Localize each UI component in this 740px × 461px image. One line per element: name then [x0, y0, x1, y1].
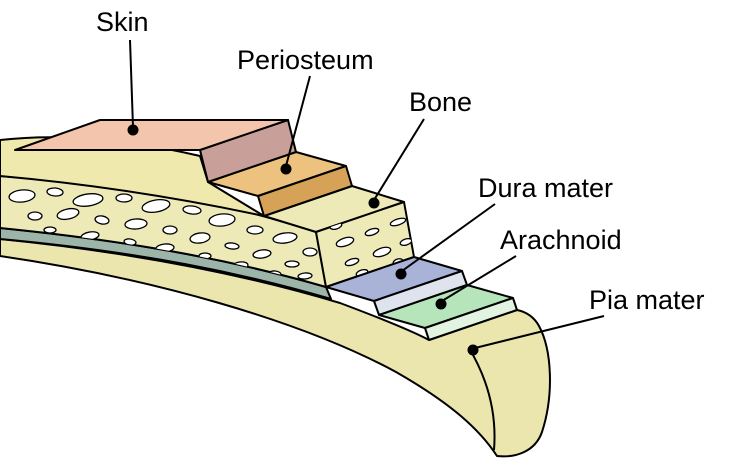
arachnoid-label: Arachnoid	[500, 225, 622, 255]
label-dura-mater: Dura mater	[395, 173, 613, 280]
dura-dot	[395, 268, 407, 280]
bone-hole	[124, 218, 148, 230]
bone-label: Bone	[409, 87, 472, 117]
skin-label: Skin	[96, 7, 149, 37]
bone-hole	[8, 189, 36, 203]
skin-leader-line	[129, 39, 134, 128]
bone-hole	[115, 193, 133, 203]
bone-hole	[46, 187, 64, 197]
bone-dot	[368, 197, 380, 209]
bone-texture-holes	[8, 187, 318, 280]
bone-hole	[224, 242, 240, 250]
periosteum-label: Periosteum	[237, 45, 374, 75]
bone-hole	[297, 272, 313, 280]
bone-hole	[189, 232, 211, 244]
label-skin: Skin	[96, 7, 149, 136]
periosteum-leader-line	[285, 75, 311, 167]
bone-hole	[208, 213, 236, 227]
bone-hole	[246, 225, 264, 235]
bone-hole	[389, 217, 407, 227]
arachnoid-side-face	[424, 297, 518, 341]
bone-hole	[141, 198, 171, 214]
bone-hole	[335, 236, 355, 248]
bone-hole	[252, 249, 272, 259]
bone-leader-line	[373, 118, 425, 201]
periosteum-side-face	[257, 165, 353, 217]
dura-leader-line	[401, 203, 496, 272]
pia-dot	[467, 344, 479, 356]
dura-label: Dura mater	[478, 173, 613, 203]
label-arachnoid: Arachnoid	[435, 225, 622, 310]
bone-hole	[94, 215, 110, 225]
bone-hole	[27, 211, 43, 221]
periosteum-dot	[280, 163, 292, 175]
bone-hole	[284, 260, 300, 268]
skin-top-face	[14, 119, 289, 151]
bone-side-holes	[329, 217, 413, 278]
bone-hole	[364, 227, 380, 237]
arachnoid-dot	[435, 298, 447, 310]
bone-hole	[344, 257, 360, 267]
label-periosteum: Periosteum	[237, 45, 374, 175]
skin-dot	[127, 124, 139, 136]
bone-hole	[43, 226, 57, 234]
pia-sheet-group	[0, 238, 551, 458]
pia-label: Pia mater	[589, 285, 705, 315]
bone-hole	[302, 247, 318, 257]
pia-fold-line	[468, 347, 496, 451]
arachnoid-leader-line	[441, 255, 517, 302]
label-pia-mater: Pia mater	[467, 285, 705, 356]
bone-hole	[72, 193, 104, 207]
bone-hole	[372, 246, 392, 258]
label-bone: Bone	[368, 87, 472, 209]
bone-hole	[272, 232, 298, 244]
bone-hole	[162, 225, 178, 235]
bone-hole	[56, 207, 80, 221]
bone-hole	[182, 205, 202, 215]
pia-leader-line	[474, 315, 605, 349]
